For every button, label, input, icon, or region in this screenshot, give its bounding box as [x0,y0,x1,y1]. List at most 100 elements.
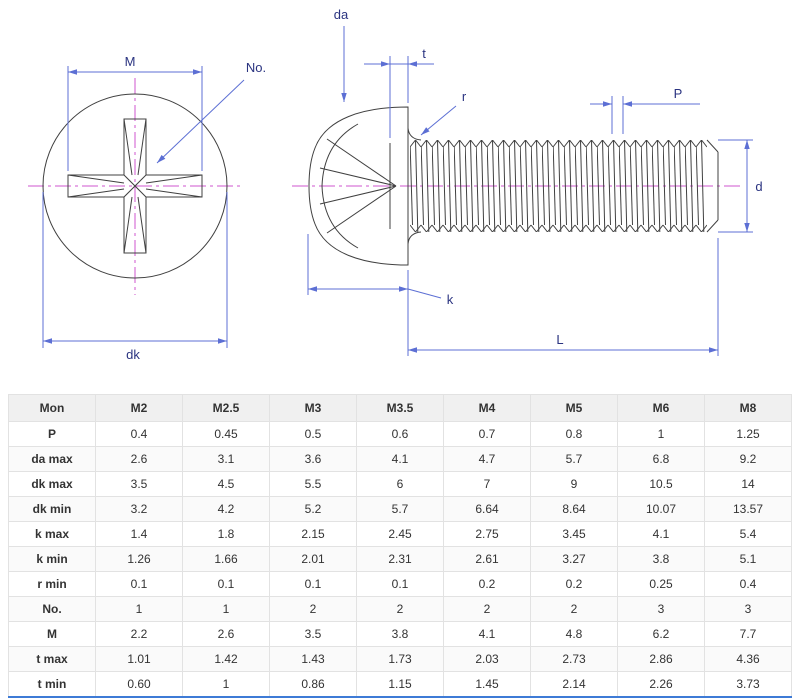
value-cell: 0.4 [704,571,792,597]
row-label-cell: dk max [8,471,96,497]
row-label-cell: M [8,621,96,647]
label-dk: dk [126,347,140,362]
value-cell: 2.75 [443,521,531,547]
value-cell: 2.86 [617,646,705,672]
header-cell: M4 [443,394,531,422]
value-cell: 6 [356,471,444,497]
value-cell: 2.01 [269,546,357,572]
value-cell: 3.6 [269,446,357,472]
value-cell: 2.61 [443,546,531,572]
value-cell: 6.64 [443,496,531,522]
row-label-cell: P [8,421,96,447]
value-cell: 8.64 [530,496,618,522]
value-cell: 1.8 [182,521,270,547]
value-cell: 3.73 [704,671,792,698]
value-cell: 1 [182,596,270,622]
front-view [42,93,228,279]
value-cell: 0.2 [443,571,531,597]
value-cell: 10.07 [617,496,705,522]
value-cell: 4.2 [182,496,270,522]
row-label-cell: No. [8,596,96,622]
value-cell: 5.7 [530,446,618,472]
value-cell: 10.5 [617,471,705,497]
row-label-cell: dk min [8,496,96,522]
label-da: da [334,7,349,22]
value-cell: 2.26 [617,671,705,698]
header-cell: M2 [95,394,183,422]
value-cell: 1.73 [356,646,444,672]
header-cell: M6 [617,394,705,422]
underhead-fillet-bottom [407,231,422,245]
value-cell: 1.4 [95,521,183,547]
value-cell: 0.1 [269,571,357,597]
value-cell: 9 [530,471,618,497]
value-cell: 2.14 [530,671,618,698]
value-cell: 4.1 [617,521,705,547]
value-cell: 1.25 [704,421,792,447]
head-outline-circle [42,93,228,279]
label-no: No. [246,60,266,75]
value-cell: 2.2 [95,621,183,647]
value-cell: 3.2 [95,496,183,522]
header-cell: M2.5 [182,394,270,422]
value-cell: 0.5 [269,421,357,447]
row-label-cell: t max [8,646,96,672]
value-cell: 2 [269,596,357,622]
value-cell: 3.8 [617,546,705,572]
no-leader-line [156,79,245,164]
value-cell: 9.2 [704,446,792,472]
label-k: k [447,292,454,307]
value-cell: 4.1 [443,621,531,647]
value-cell: 1.43 [269,646,357,672]
value-cell: 4.5 [182,471,270,497]
value-cell: 3.8 [356,621,444,647]
value-cell: 1.66 [182,546,270,572]
threaded-shank [410,140,707,232]
value-cell: 5.2 [269,496,357,522]
value-cell: 2.6 [182,621,270,647]
header-cell: M5 [530,394,618,422]
label-r: r [462,89,467,104]
label-p: P [674,86,683,101]
value-cell: 1.26 [95,546,183,572]
value-cell: 1.15 [356,671,444,698]
value-cell: 4.1 [356,446,444,472]
screw-tip [706,139,719,233]
k-label-leader [407,288,442,299]
value-cell: 0.6 [356,421,444,447]
value-cell: 2.45 [356,521,444,547]
value-cell: 1.42 [182,646,270,672]
value-cell: 3.1 [182,446,270,472]
value-cell: 5.7 [356,496,444,522]
value-cell: 4.7 [443,446,531,472]
row-label-cell: r min [8,571,96,597]
row-label-cell: k min [8,546,96,572]
technical-drawing: M No. dk da t r P d k L [28,7,763,362]
value-cell: 0.1 [182,571,270,597]
value-cell: 3 [617,596,705,622]
value-cell: 6.2 [617,621,705,647]
label-l: L [556,332,563,347]
value-cell: 1 [182,671,270,698]
dimension-labels: M No. dk da t r P d k L [125,7,763,362]
header-cell: M3 [269,394,357,422]
value-cell: 0.2 [530,571,618,597]
value-cell: 7.7 [704,621,792,647]
side-view [308,106,719,266]
label-d: d [755,179,762,194]
label-m: M [125,54,136,69]
value-cell: 3.27 [530,546,618,572]
value-cell: 3.45 [530,521,618,547]
head-outline [308,106,409,266]
phillips-recess-detail [67,118,203,254]
value-cell: 0.4 [95,421,183,447]
value-cell: 0.1 [95,571,183,597]
